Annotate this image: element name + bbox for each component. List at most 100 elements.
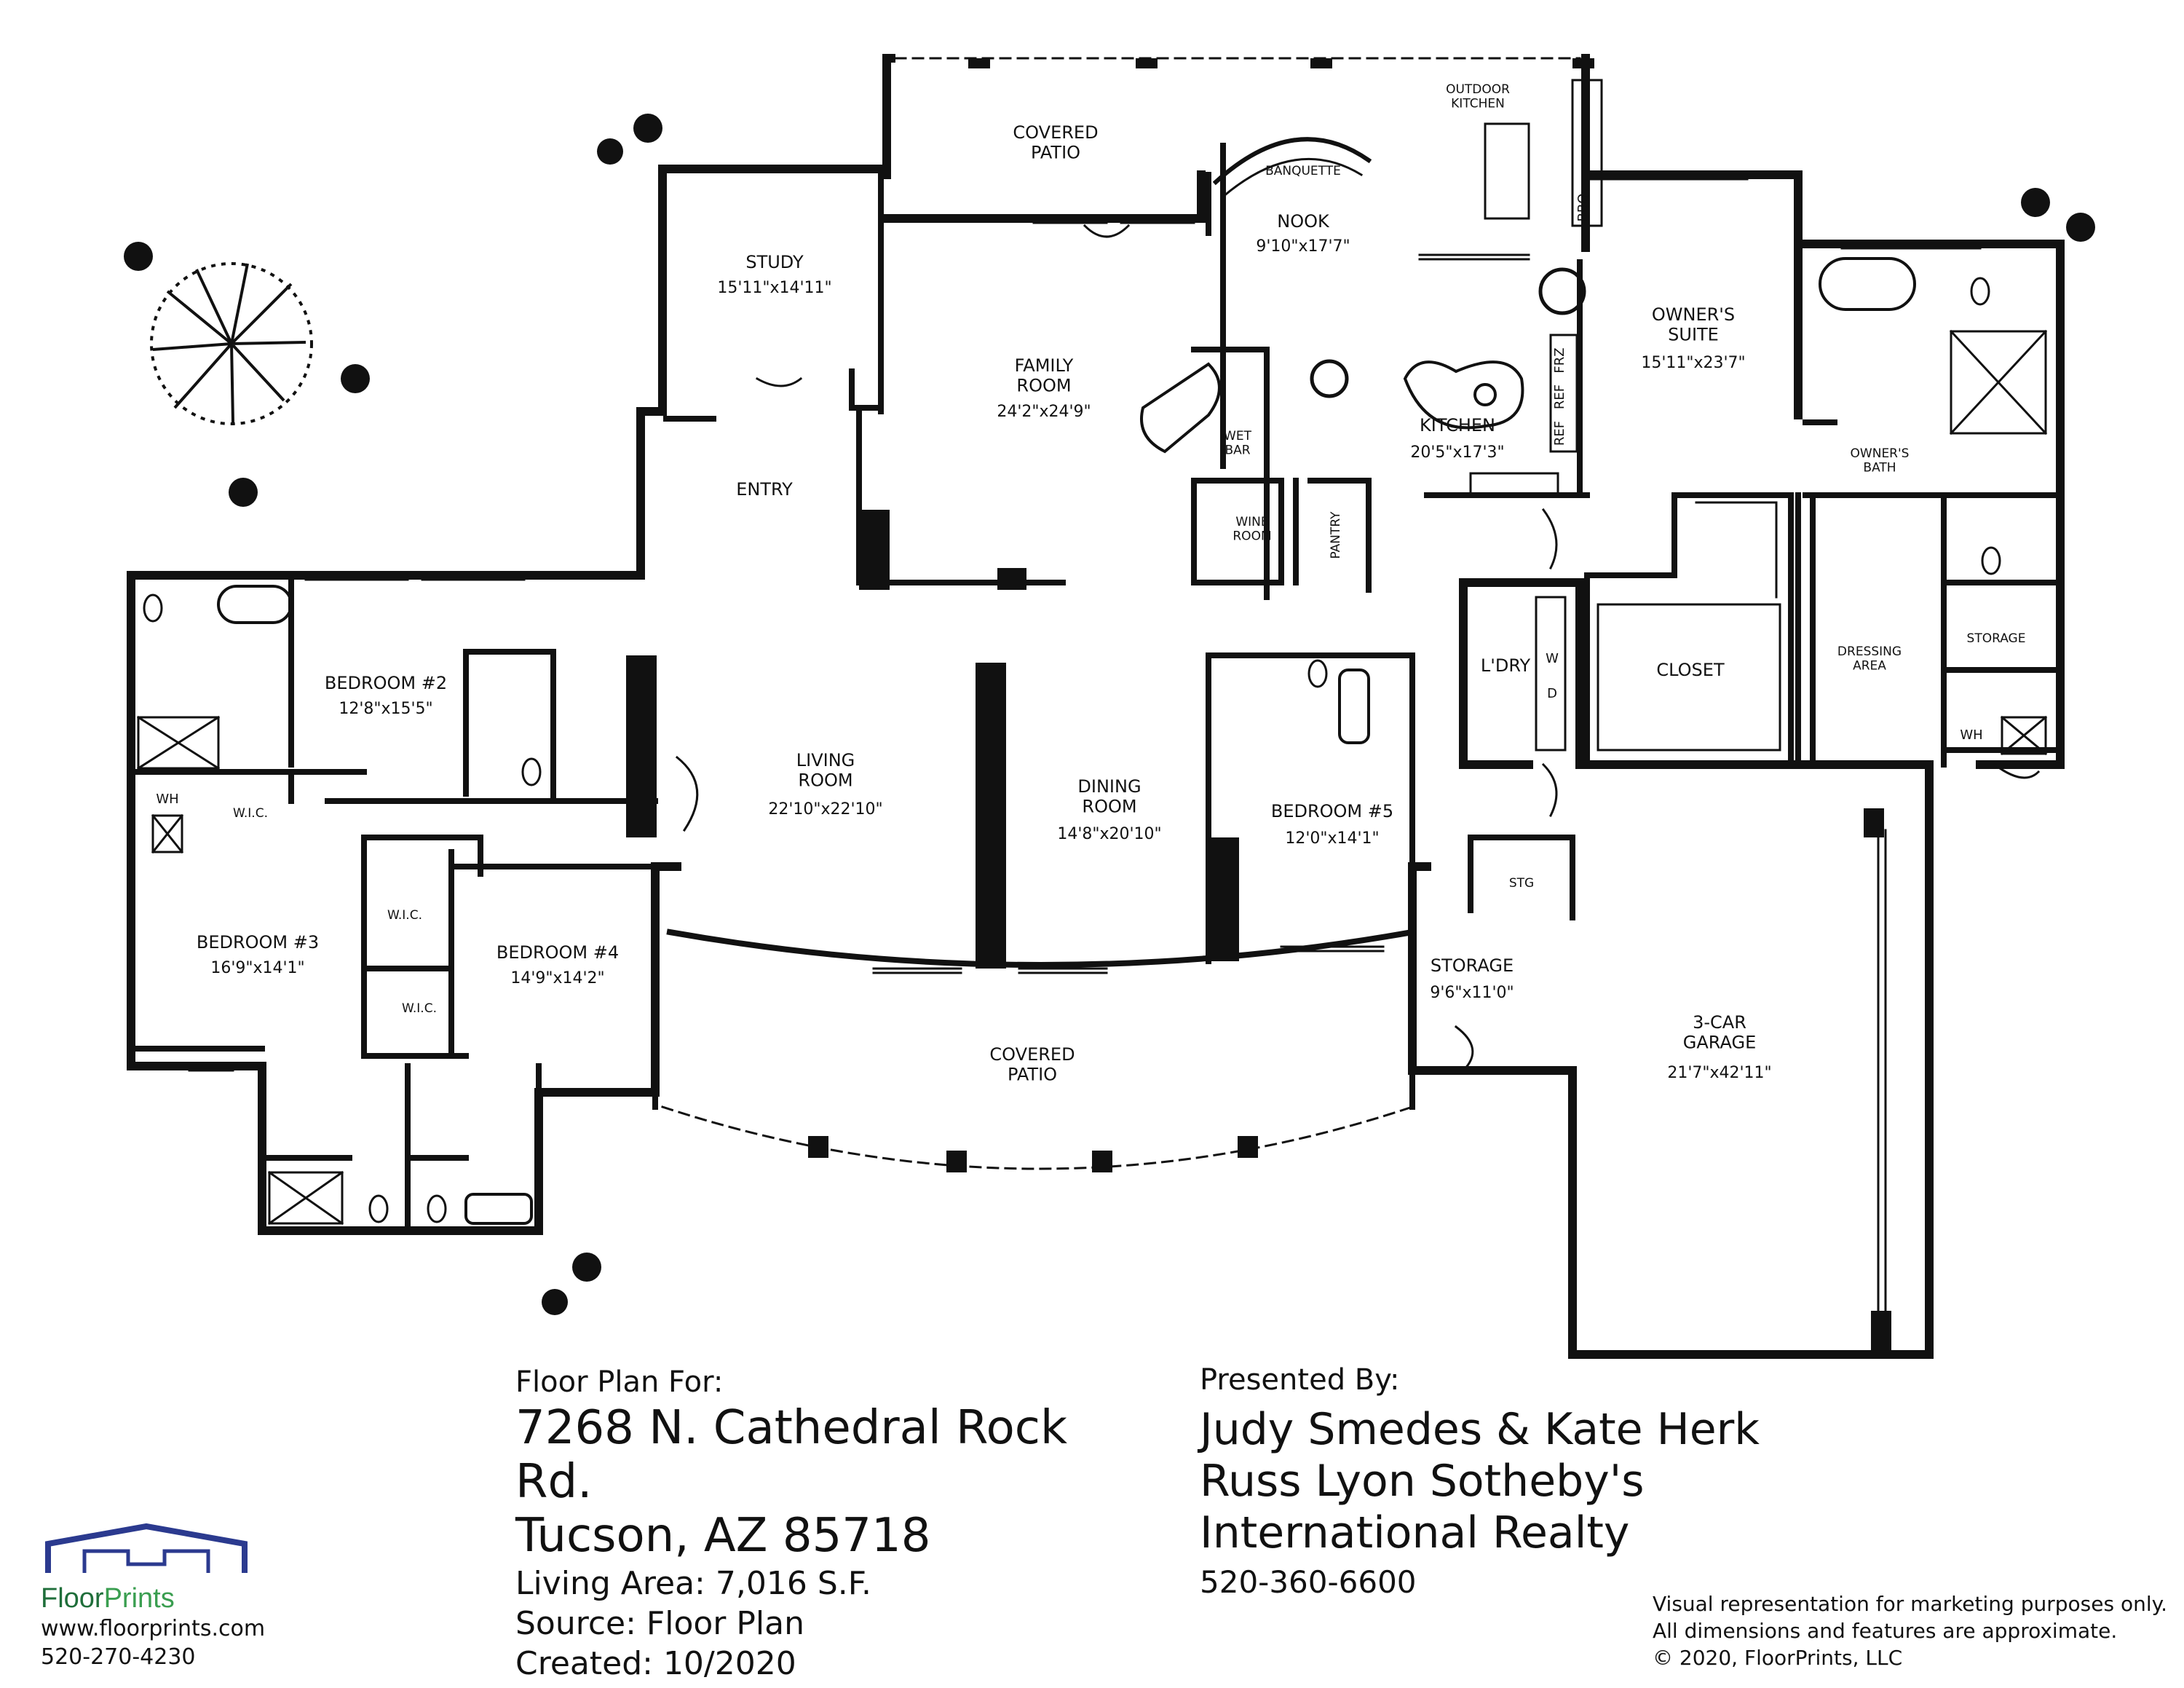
room-owners-suite-line-2: SUITE xyxy=(1668,325,1719,345)
svg-text:BEDROOM #3: BEDROOM #3 xyxy=(197,932,319,953)
brokerage-line-1: Russ Lyon Sotheby's xyxy=(1200,1455,1645,1507)
room-owners-bath-line-2: BATH xyxy=(1863,461,1896,476)
room-bedroom3: BEDROOM #3 xyxy=(197,932,319,953)
svg-text:15'11"x23'7": 15'11"x23'7" xyxy=(1641,354,1745,372)
room-living-room: LIVING xyxy=(796,750,855,770)
living-area: Living Area: 7,016 S.F. xyxy=(515,1564,871,1602)
svg-text:BEDROOM #2: BEDROOM #2 xyxy=(325,673,447,693)
room-wic-3: W.I.C. xyxy=(402,1001,437,1016)
patio-bottom-dashed-edge xyxy=(661,1105,1414,1170)
svg-text:W.I.C.: W.I.C. xyxy=(402,1001,437,1016)
bathtub-bedroom5 xyxy=(1338,669,1370,744)
room-wine-room-line-2: ROOM xyxy=(1233,529,1271,544)
floorprints-phone: 520-270-4230 xyxy=(41,1644,196,1670)
room-family-room-line-2: ROOM xyxy=(1016,376,1071,396)
room-covered-patio-bottom: COVERED xyxy=(989,1044,1075,1065)
room-dressing-area: DRESSING xyxy=(1837,644,1902,659)
banquette-arch xyxy=(1212,137,1372,186)
room-pantry: PANTRY xyxy=(1329,511,1343,559)
svg-text:WH: WH xyxy=(1960,727,1982,743)
svg-text:NOOK: NOOK xyxy=(1277,211,1330,232)
svg-text:CLOSET: CLOSET xyxy=(1656,660,1725,680)
svg-text:STORAGE: STORAGE xyxy=(1431,955,1514,976)
disclaimer-line-2: All dimensions and features are approxim… xyxy=(1653,1619,2118,1644)
agent-names: Judy Smedes & Kate Herk xyxy=(1200,1404,1760,1455)
room-bedroom5: BEDROOM #5 xyxy=(1271,801,1393,821)
svg-text:16'9"x14'1": 16'9"x14'1" xyxy=(210,959,304,977)
room-garage-dims: 21'7"x42'11" xyxy=(1667,1064,1771,1082)
toilets xyxy=(143,277,2001,1223)
svg-text:15'11"x14'11": 15'11"x14'11" xyxy=(717,279,831,297)
interior-walls xyxy=(128,143,2063,1234)
svg-text:FRZ: FRZ xyxy=(1552,347,1567,373)
fixture-ref-1: REF xyxy=(1552,384,1567,409)
svg-text:WH: WH xyxy=(156,792,178,807)
fixture-labels: FRZ REF REF BBQ WH WH W D xyxy=(156,194,1982,807)
fixture-water-heater-1: WH xyxy=(156,792,178,807)
room-garage: 3-CAR xyxy=(1693,1012,1746,1033)
svg-text:12'0"x14'1": 12'0"x14'1" xyxy=(1285,829,1379,848)
room-nook: NOOK xyxy=(1277,211,1330,232)
svg-text:22'10"x22'10": 22'10"x22'10" xyxy=(768,800,882,819)
svg-text:12'8"x15'5": 12'8"x15'5" xyxy=(339,700,432,718)
svg-text:BEDROOM #4: BEDROOM #4 xyxy=(496,942,619,963)
svg-text:14'9"x14'2": 14'9"x14'2" xyxy=(510,969,604,987)
room-kitchen: KITCHEN xyxy=(1420,415,1495,435)
source: Source: Floor Plan xyxy=(515,1604,804,1642)
bathtub-bedroom4 xyxy=(464,1193,533,1225)
fixture-frz: FRZ xyxy=(1552,347,1567,373)
svg-text:KITCHEN: KITCHEN xyxy=(1420,415,1495,435)
svg-text:W.I.C.: W.I.C. xyxy=(387,908,422,923)
svg-text:REF: REF xyxy=(1552,421,1567,446)
svg-text:9'6"x11'0": 9'6"x11'0" xyxy=(1430,984,1514,1002)
svg-text:14'8"x20'10": 14'8"x20'10" xyxy=(1057,825,1161,843)
fixture-dryer: D xyxy=(1547,686,1557,701)
room-living-room-line-2: ROOM xyxy=(798,770,852,791)
room-wet-bar-line-2: BAR xyxy=(1224,443,1250,458)
room-dining-room-line-2: ROOM xyxy=(1082,797,1136,817)
columns xyxy=(626,58,1891,1354)
room-bedroom3-dims: 16'9"x14'1" xyxy=(210,959,304,977)
room-storage-garage: STORAGE xyxy=(1431,955,1514,976)
presented-by-block: Presented By: Judy Smedes & Kate Herk Ru… xyxy=(1200,1363,1855,1600)
room-family-room: FAMILY xyxy=(1015,355,1074,376)
svg-text:STG: STG xyxy=(1509,876,1534,891)
room-bedroom5-dims: 12'0"x14'1" xyxy=(1285,829,1379,848)
room-stg: STG xyxy=(1509,876,1534,891)
room-entry: ENTRY xyxy=(736,479,793,500)
svg-text:STUDY: STUDY xyxy=(745,252,804,272)
address-line-2: Tucson, AZ 85718 xyxy=(515,1509,931,1563)
svg-text:W.I.C.: W.I.C. xyxy=(233,806,268,821)
svg-text:W: W xyxy=(1546,651,1559,666)
room-storage-right: STORAGE xyxy=(1967,631,2026,646)
showers xyxy=(136,329,2048,1226)
room-covered-patio-top: COVERED xyxy=(1013,122,1098,143)
floorprints-website[interactable]: www.floorprints.com xyxy=(41,1616,266,1641)
created-date: Created: 10/2020 xyxy=(515,1644,796,1682)
bathtub-owners xyxy=(1819,257,1916,311)
room-family-room-dims: 24'2"x24'9" xyxy=(997,403,1091,421)
room-kitchen-dims: 20'5"x17'3" xyxy=(1410,443,1504,462)
room-storage-garage-dims: 9'6"x11'0" xyxy=(1430,984,1514,1002)
room-dining-room: DINING xyxy=(1077,776,1141,797)
floor-plan-for-label: Floor Plan For: xyxy=(515,1365,724,1399)
fixture-water-heater-2: WH xyxy=(1960,727,1982,743)
doors xyxy=(675,224,2041,1073)
svg-text:21'7"x42'11": 21'7"x42'11" xyxy=(1667,1064,1771,1082)
svg-text:BEDROOM #5: BEDROOM #5 xyxy=(1271,801,1393,821)
disclaimer-block: Visual representation for marketing purp… xyxy=(1653,1590,2177,1672)
room-dining-room-dims: 14'8"x20'10" xyxy=(1057,825,1161,843)
room-owners-bath: OWNER'S xyxy=(1851,446,1910,461)
svg-text:REF: REF xyxy=(1552,384,1567,409)
room-owners-suite: OWNER'S xyxy=(1652,304,1735,325)
